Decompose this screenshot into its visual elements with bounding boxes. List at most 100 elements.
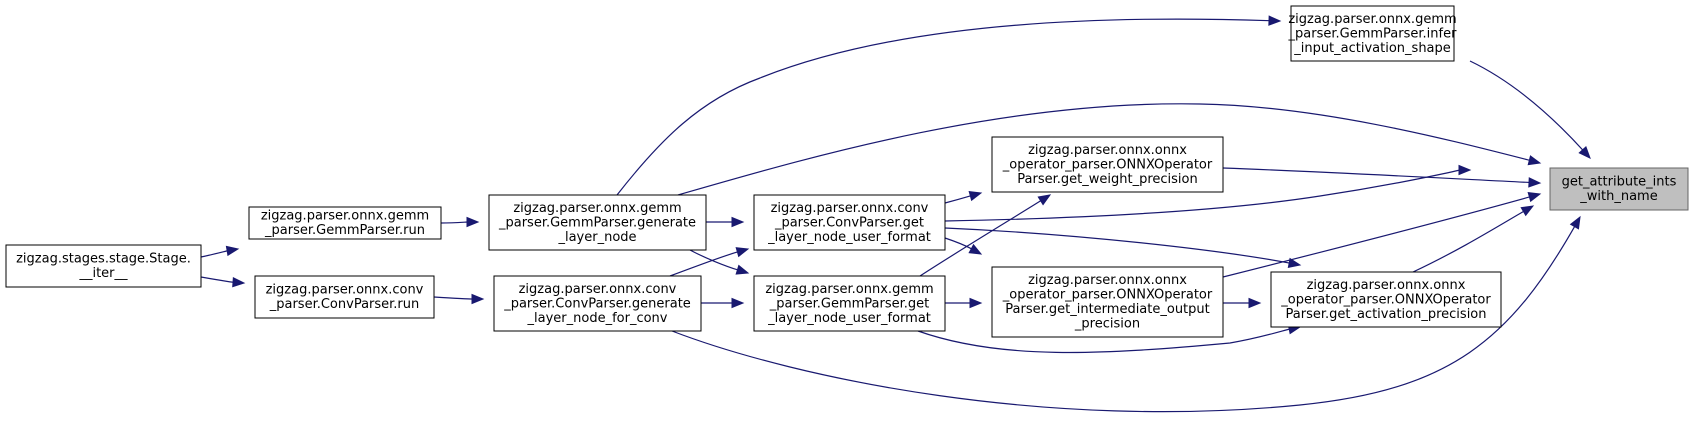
edge-n8-to-n0: [671, 215, 1581, 413]
edge-n4-to-n0: [944, 164, 1472, 222]
node-label-line: zigzag.parser.onnx.gemm: [765, 282, 933, 297]
edge-n6-to-n7: [200, 276, 246, 288]
edge-arrowhead: [1268, 15, 1282, 26]
edge-arrowhead: [1527, 192, 1542, 203]
node-label-line: zigzag.parser.onnx.conv: [519, 282, 677, 297]
edge-line: [616, 18, 1271, 196]
node-label-line: Parser.get_weight_precision: [1017, 172, 1197, 187]
edge-arrowhead: [1248, 297, 1262, 309]
node-box: [753, 194, 946, 251]
edge-arrowhead: [731, 297, 745, 309]
node-label-line: zigzag.parser.onnx.onnx: [1028, 273, 1187, 288]
edge-n1-to-n0: [1469, 60, 1591, 159]
edge-arrowhead: [735, 247, 750, 258]
edge-arrowhead: [731, 216, 745, 228]
edge-line: [944, 169, 1461, 222]
edge-n9-to-n2: [919, 194, 1052, 277]
edge-arrowhead: [1578, 145, 1591, 159]
edge-line: [1222, 196, 1531, 278]
edge-n4-to-n11: [944, 227, 1302, 269]
edge-line: [200, 276, 235, 283]
call-graph-edges: [200, 15, 1591, 413]
node-label-line: _input_activation_shape: [1293, 41, 1451, 56]
edge-n2-to-n0: [1222, 167, 1542, 188]
node-label-line: _parser.ConvParser.get: [774, 215, 924, 230]
node-box: [991, 136, 1224, 193]
node-box: [991, 266, 1224, 338]
node-label-line: _layer_node_user_format: [767, 230, 931, 245]
node-gemm-parser-generate-layer-node[interactable]: zigzag.parser.onnx.gemm_parser.GemmParse…: [488, 194, 707, 251]
node-box: [1270, 271, 1502, 328]
node-get-attribute-ints-with-name[interactable]: get_attribute_ints_with_name: [1549, 167, 1689, 211]
node-box: [254, 275, 435, 319]
edge-n10-to-n11: [1223, 297, 1262, 309]
edge-n7-to-n8: [433, 293, 485, 305]
node-onnx-operator-parser-get-weight-precision[interactable]: zigzag.parser.onnx.onnx_operator_parser.…: [991, 136, 1224, 193]
node-box: [753, 275, 946, 332]
edge-line: [1222, 167, 1531, 184]
edge-arrowhead: [466, 216, 480, 228]
node-onnx-operator-parser-get-intermediate-output-precision[interactable]: zigzag.parser.onnx.onnx_operator_parser.…: [991, 266, 1224, 338]
node-conv-parser-get-layer-node-user-format[interactable]: zigzag.parser.onnx.conv_parser.ConvParse…: [753, 194, 946, 251]
node-conv-parser-generate-layer-node-for-conv[interactable]: zigzag.parser.onnx.conv_parser.ConvParse…: [493, 275, 702, 332]
edge-line: [944, 237, 973, 250]
node-label-line: _layer_node_for_conv: [527, 311, 668, 326]
node-label-line: _with_name: [1579, 189, 1657, 204]
node-box: [1549, 167, 1689, 211]
edge-arrowhead: [471, 293, 485, 305]
edge-n5-to-n3: [440, 216, 480, 228]
edge-arrowhead: [968, 243, 983, 255]
node-label-line: zigzag.parser.onnx.gemm: [513, 201, 681, 216]
node-box: [1290, 5, 1455, 62]
edge-n4-to-n2: [944, 190, 983, 204]
edge-n3-to-n4: [706, 216, 745, 228]
node-label-line: _parser.GemmParser.generate: [498, 215, 696, 230]
node-label-line: __iter__: [78, 266, 128, 281]
node-box: [488, 194, 707, 251]
node-label-line: zigzag.parser.onnx.conv: [771, 201, 929, 216]
edge-arrowhead: [225, 245, 240, 257]
node-label-line: _operator_parser.ONNXOperator: [1280, 292, 1491, 307]
node-gemm-parser-get-layer-node-user-format[interactable]: zigzag.parser.onnx.gemm_parser.GemmParse…: [753, 275, 946, 332]
node-box: [5, 244, 202, 288]
edge-line: [669, 251, 739, 277]
edge-line: [677, 103, 1531, 196]
node-label-line: zigzag.parser.onnx.gemm: [261, 209, 429, 224]
node-label-line: zigzag.parser.onnx.onnx: [1307, 278, 1466, 293]
edge-arrowhead: [1037, 194, 1052, 206]
node-label-line: _parser.GemmParser.run: [264, 223, 425, 238]
node-label-line: zigzag.stages.stage.Stage.: [16, 252, 191, 267]
edge-n8-to-n9: [701, 297, 745, 309]
edge-line: [200, 250, 229, 258]
node-gemm-parser-run[interactable]: zigzag.parser.onnx.gemm_parser.GemmParse…: [248, 206, 442, 240]
edge-arrowhead: [969, 297, 983, 309]
edge-n11-to-n0: [1412, 205, 1535, 273]
node-label-line: zigzag.parser.onnx.conv: [266, 283, 424, 298]
node-label-line: _parser.ConvParser.run: [269, 297, 420, 312]
node-label-line: _parser.GemmParser.infer: [1288, 26, 1458, 41]
edge-n3-to-n0: [677, 103, 1542, 196]
node-stage-iter[interactable]: zigzag.stages.stage.Stage.__iter__: [5, 244, 202, 288]
node-onnx-operator-parser-get-activation-precision[interactable]: zigzag.parser.onnx.onnx_operator_parser.…: [1270, 271, 1502, 328]
edge-line: [944, 195, 972, 204]
node-label-line: _precision: [1074, 317, 1140, 332]
node-label-line: _layer_node: [557, 230, 636, 245]
node-label-line: _operator_parser.ONNXOperator: [1002, 288, 1213, 303]
edge-n9-to-n10: [945, 297, 983, 309]
node-conv-parser-run[interactable]: zigzag.parser.onnx.conv_parser.ConvParse…: [254, 275, 435, 319]
node-box: [493, 275, 702, 332]
edge-line: [944, 227, 1291, 264]
node-gemm-parser-infer-input-activation-shape[interactable]: zigzag.parser.onnx.gemm_parser.GemmParse…: [1288, 5, 1458, 62]
edge-arrowhead: [1527, 155, 1542, 166]
edge-line: [1412, 210, 1525, 273]
node-label-line: zigzag.parser.onnx.gemm: [1288, 12, 1456, 27]
edge-arrowhead: [1287, 257, 1302, 269]
edge-arrowhead: [1520, 205, 1535, 217]
edge-n4-to-n10: [944, 237, 983, 255]
node-label-line: _operator_parser.ONNXOperator: [1002, 157, 1213, 172]
edge-arrowhead: [1528, 177, 1542, 188]
edge-line: [917, 328, 1291, 354]
call-graph-nodes: get_attribute_ints_with_name zigzag.parse…: [5, 5, 1689, 338]
node-label-line: _parser.GemmParser.get: [769, 296, 930, 311]
